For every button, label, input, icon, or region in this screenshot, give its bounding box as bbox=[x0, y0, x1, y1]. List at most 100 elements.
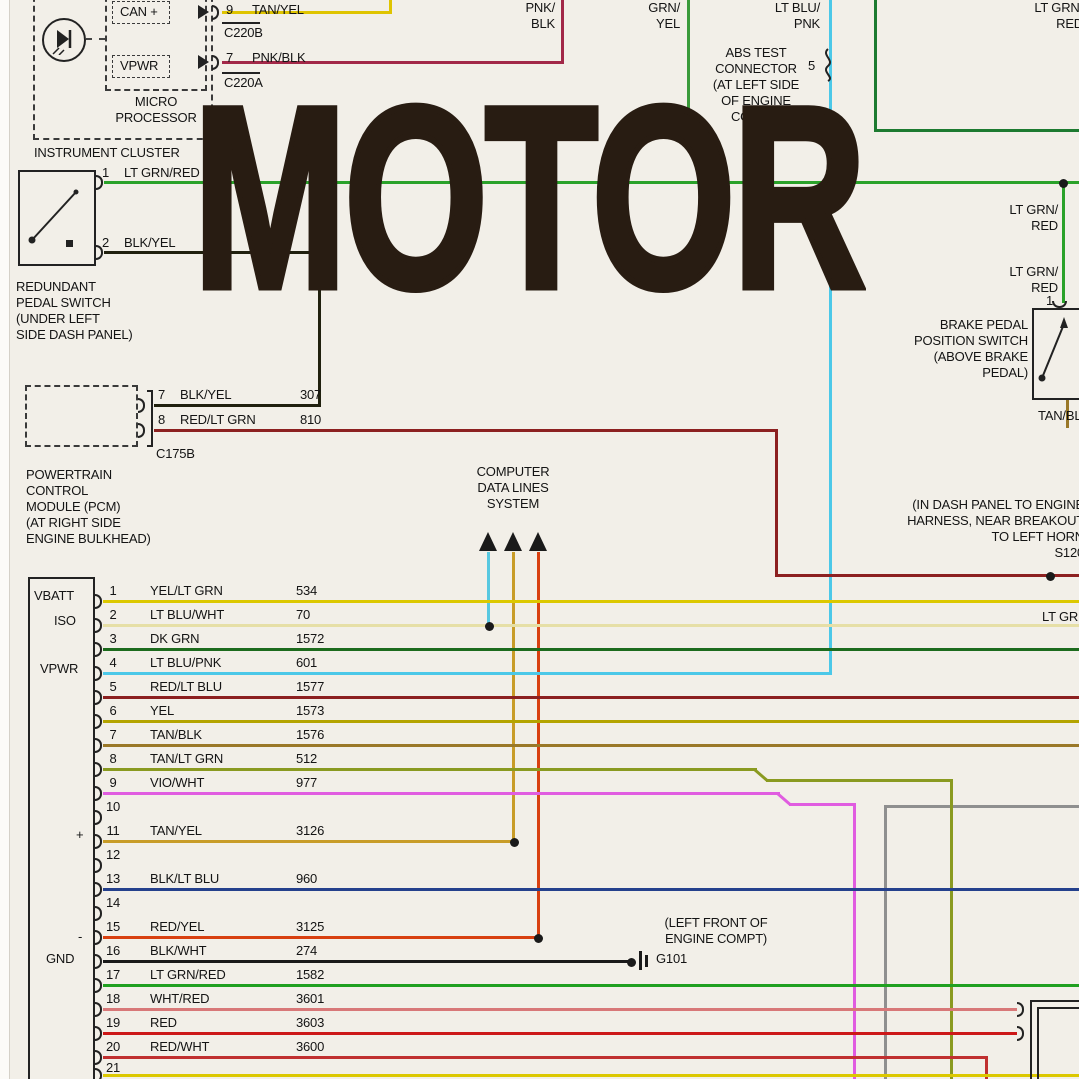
wire-segment bbox=[766, 779, 952, 782]
wire-name: BLK/YEL bbox=[124, 235, 176, 250]
wire-segment bbox=[1066, 400, 1069, 428]
pin-number: 16 bbox=[105, 943, 121, 958]
pin-number: 14 bbox=[105, 895, 121, 910]
minus-label: - bbox=[78, 929, 83, 944]
junction-dot bbox=[533, 933, 543, 943]
pin-number: 8 bbox=[158, 412, 166, 427]
brake-pedal-switch-label: BRAKE PEDAL POSITION SWITCH (ABOVE BRAKE… bbox=[913, 317, 1028, 380]
pcm-pin-arc bbox=[95, 1068, 102, 1079]
wire-segment bbox=[103, 984, 1079, 987]
wire-segment bbox=[789, 803, 855, 806]
wire-name: PNK/BLK bbox=[252, 50, 306, 65]
wire-segment bbox=[103, 600, 1079, 603]
pcm-pin-arc bbox=[95, 954, 102, 969]
dashed-link-line bbox=[86, 38, 105, 40]
circuit-number: 307 bbox=[300, 387, 322, 402]
brake-pedal-switch-box bbox=[1032, 308, 1079, 400]
pin-number: 6 bbox=[109, 703, 117, 718]
wire-segment bbox=[104, 181, 1079, 184]
computer-data-lines-label: COMPUTER DATA LINES SYSTEM bbox=[476, 464, 550, 511]
component-box-outer bbox=[1030, 1000, 1079, 1079]
wire-segment bbox=[154, 429, 777, 432]
indicator-lamp-circle bbox=[42, 18, 86, 62]
wire-segment bbox=[985, 1056, 988, 1079]
wire-label-lt-grn-red: LT GRN/ RED bbox=[1009, 264, 1058, 295]
wire-segment bbox=[103, 792, 780, 795]
pin-number: 18 bbox=[105, 991, 121, 1006]
wire-label-lt-grn-red: LT GRN/ RED bbox=[1009, 202, 1058, 233]
junction-dot bbox=[626, 957, 636, 967]
circuit-number: 70 bbox=[296, 607, 311, 622]
pin-number: 7 bbox=[226, 50, 234, 65]
pcm-pin-arc bbox=[95, 1026, 102, 1041]
wire-name: YEL bbox=[150, 703, 174, 718]
pin-number: 1 bbox=[1046, 293, 1054, 308]
pin-number: 4 bbox=[109, 655, 117, 670]
wire-segment bbox=[103, 936, 539, 939]
wire-name: TAN/BL bbox=[1038, 408, 1079, 423]
instrument-cluster-box bbox=[33, 0, 213, 140]
cluster-pin-arc bbox=[212, 55, 219, 70]
pin-number: 19 bbox=[105, 1015, 121, 1030]
pcm-pin-arc bbox=[95, 786, 102, 801]
wire-segment bbox=[561, 0, 564, 64]
vpwr-label: VPWR bbox=[120, 58, 159, 73]
wire-name: TAN/YEL bbox=[150, 823, 202, 838]
pcm-pin-arc bbox=[95, 690, 102, 705]
wire-segment bbox=[103, 720, 1079, 723]
pin-number: 11 bbox=[106, 823, 120, 838]
pcm-label: POWERTRAIN CONTROL MODULE (PCM) (AT RIGH… bbox=[26, 467, 151, 546]
wire-segment bbox=[103, 888, 1079, 891]
data-line-arrow-icon bbox=[529, 532, 547, 551]
junction-dot bbox=[1045, 571, 1055, 581]
abs-pin-number: 5 bbox=[808, 58, 816, 73]
pcm-pin-arc bbox=[95, 810, 102, 825]
ground-id-label: G101 bbox=[656, 951, 688, 966]
pcm-connector-block bbox=[28, 577, 95, 1079]
pin-number: 7 bbox=[158, 387, 166, 402]
wire-segment bbox=[103, 624, 1079, 627]
diode-icon bbox=[52, 30, 72, 55]
wire-name: YEL/LT GRN bbox=[150, 583, 223, 598]
wire-segment bbox=[103, 1032, 1017, 1035]
wire-segment bbox=[884, 805, 1079, 808]
wire-segment bbox=[829, 0, 832, 675]
pin-number: 8 bbox=[109, 751, 117, 766]
micro-processor-box bbox=[105, 0, 207, 91]
circuit-number: 534 bbox=[296, 583, 318, 598]
vpwr-label: VPWR bbox=[40, 661, 79, 676]
wire-segment bbox=[103, 768, 757, 771]
pcm-pin-arc bbox=[95, 930, 102, 945]
pcm-pin-arc bbox=[95, 642, 102, 657]
pin-number: 3 bbox=[109, 631, 117, 646]
pin-number: 13 bbox=[105, 871, 121, 886]
pin-number: 21 bbox=[105, 1060, 121, 1075]
page-margin bbox=[0, 0, 9, 1079]
wire-segment bbox=[103, 1008, 1017, 1011]
wire-name: LT BLU/PNK bbox=[150, 655, 222, 670]
pin-number: 15 bbox=[105, 919, 121, 934]
circuit-number: 512 bbox=[296, 751, 318, 766]
circuit-number: 1572 bbox=[296, 631, 325, 646]
pin-number: 2 bbox=[102, 235, 110, 250]
pin-number: 5 bbox=[109, 679, 117, 694]
circuit-number: 274 bbox=[296, 943, 318, 958]
switch-symbol bbox=[28, 189, 79, 247]
pin-number: 9 bbox=[226, 2, 234, 17]
ground-symbol bbox=[645, 955, 648, 967]
wire-name: RED bbox=[150, 1015, 177, 1030]
connector-mark bbox=[222, 22, 260, 24]
pcm-pin-arc bbox=[138, 423, 145, 438]
pedal-switch-pin-arc bbox=[96, 175, 103, 190]
wire-segment bbox=[318, 251, 321, 407]
circuit-number: 1582 bbox=[296, 967, 325, 982]
wire-label-lt-blu-pnk: LT BLU/ PNK bbox=[774, 0, 820, 31]
pedal-switch-pin-arc bbox=[96, 245, 103, 260]
circuit-number: 3126 bbox=[296, 823, 325, 838]
wire-segment bbox=[103, 696, 1079, 699]
circuit-number: 1577 bbox=[296, 679, 325, 694]
gnd-label: GND bbox=[46, 951, 75, 966]
pin-number: 17 bbox=[105, 967, 121, 982]
wire-name: LT GRN/RED bbox=[150, 967, 226, 982]
